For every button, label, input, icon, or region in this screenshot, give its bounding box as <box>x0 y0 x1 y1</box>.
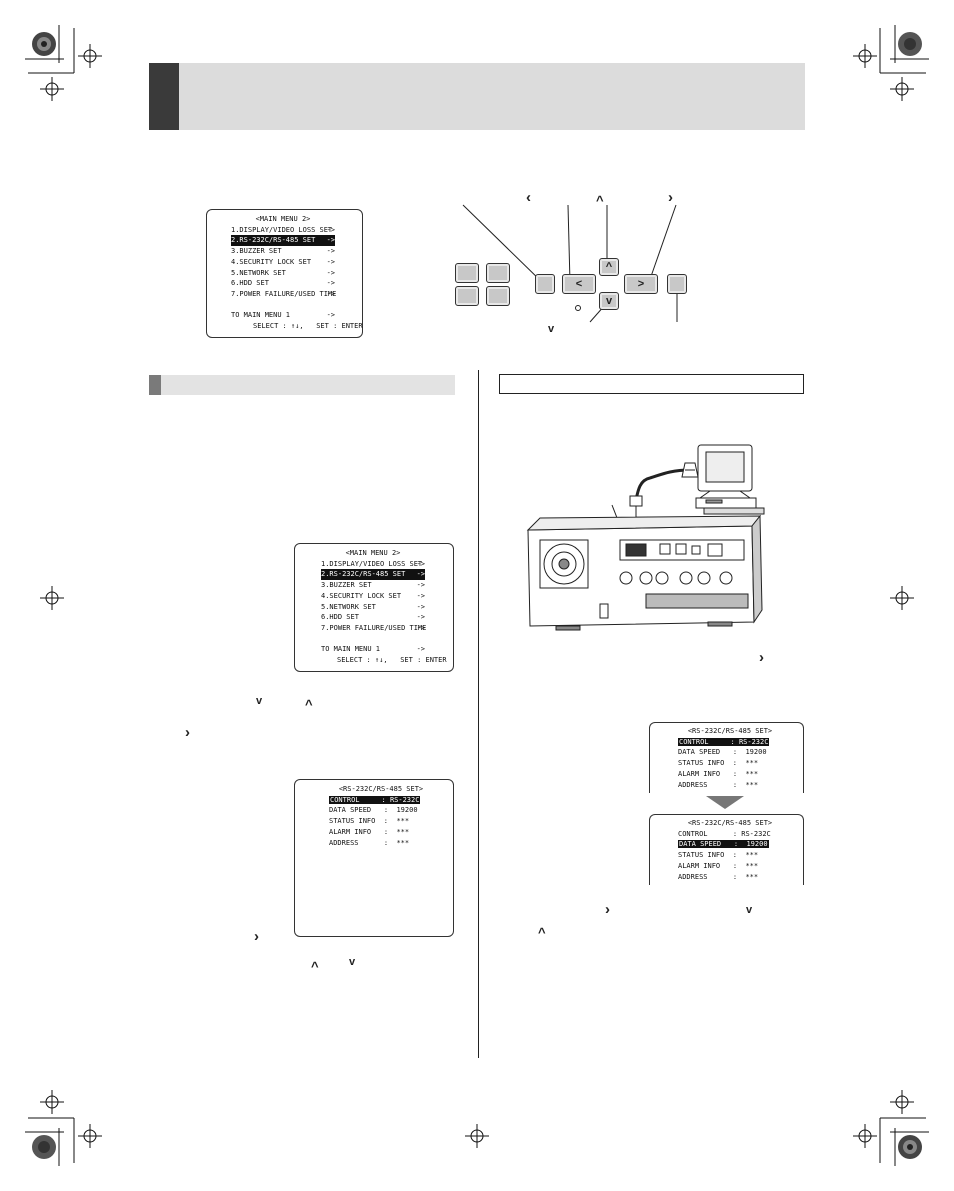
setting-row-control[interactable]: CONTROL: RS-232C <box>329 795 421 804</box>
setting-row[interactable]: ALARM INFO : *** <box>329 827 410 836</box>
setting-row[interactable]: ADDRESS : *** <box>678 872 759 881</box>
panel-button[interactable] <box>535 274 555 294</box>
panel-button[interactable] <box>455 263 479 283</box>
up-arrow-icon: ^ <box>596 193 604 208</box>
setting-row[interactable]: STATUS INFO : *** <box>678 759 759 768</box>
setting-row-data-speed[interactable]: DATA SPEED : 19200 <box>678 840 769 849</box>
setting-row[interactable]: STATUS INFO : *** <box>329 817 410 826</box>
setting-row[interactable]: CONTROL : RS-232C <box>678 829 771 838</box>
transition-arrow-icon <box>706 796 744 809</box>
menu-back-item[interactable]: TO MAIN MENU 1-> <box>231 311 335 320</box>
down-button[interactable]: v <box>599 292 619 310</box>
screen-title: <RS-232C/RS-485 SET> <box>687 819 773 827</box>
panel-button[interactable] <box>486 263 510 283</box>
section-header-left-tab <box>149 375 161 395</box>
down-arrow-icon: v <box>349 956 356 968</box>
rs232c-settings-screen-after: <RS-232C/RS-485 SET> CONTROL : RS-232C D… <box>649 814 804 885</box>
setting-row[interactable]: DATA SPEED : 19200 <box>329 806 418 815</box>
setting-row[interactable]: STATUS INFO : *** <box>678 851 759 860</box>
menu-item[interactable]: 3.BUZZER SET-> <box>231 247 335 256</box>
down-arrow-icon: v <box>548 323 555 335</box>
menu-back-item[interactable]: TO MAIN MENU 1-> <box>321 645 425 654</box>
enter-button[interactable] <box>667 274 687 294</box>
down-arrow-icon: v <box>746 904 753 916</box>
up-arrow-icon: ^ <box>305 697 313 712</box>
menu-item-selected[interactable]: 2.RS-232C/RS-485 SET-> <box>321 569 425 581</box>
setting-row-control[interactable]: CONTROL: RS-232C <box>678 737 770 746</box>
screen-title: <MAIN MENU 2> <box>345 549 401 557</box>
menu-item[interactable]: 6.HDD SET-> <box>321 613 425 622</box>
screen-footer: SELECT : ↑↓, SET : ENTER <box>253 322 363 331</box>
column-divider <box>478 370 479 1058</box>
menu-item[interactable]: 1.DISPLAY/VIDEO LOSS SET-> <box>321 559 425 568</box>
menu-item[interactable]: 3.BUZZER SET-> <box>321 581 425 590</box>
menu-item[interactable]: 5.NETWORK SET-> <box>231 268 335 277</box>
right-arrow-icon: › <box>605 901 610 918</box>
down-arrow-icon: v <box>256 695 263 707</box>
menu-item-selected[interactable]: 2.RS-232C/RS-485 SET-> <box>231 235 335 247</box>
right-arrow-icon: › <box>668 189 673 206</box>
screen-footer: SELECT : ↑↓, SET : ENTER <box>337 656 447 665</box>
up-arrow-icon: ^ <box>311 959 319 974</box>
menu-item[interactable]: 7.POWER FAILURE/USED TIME-> <box>321 623 427 632</box>
right-arrow-icon: › <box>254 928 259 945</box>
setting-row[interactable]: ADDRESS : *** <box>329 838 410 847</box>
menu-item[interactable]: 1.DISPLAY/VIDEO LOSS SET-> <box>231 225 335 234</box>
up-button[interactable]: ^ <box>599 258 619 276</box>
section-header-right <box>499 374 804 394</box>
menu-item[interactable]: 7.POWER FAILURE/USED TIME-> <box>231 289 337 298</box>
right-arrow-icon: › <box>759 649 764 666</box>
screen-title: <RS-232C/RS-485 SET> <box>338 785 424 793</box>
main-menu-2-screen: <MAIN MENU 2> 1.DISPLAY/VIDEO LOSS SET->… <box>206 209 363 338</box>
screen-title: <RS-232C/RS-485 SET> <box>687 727 773 735</box>
right-button[interactable]: > <box>624 274 658 294</box>
setting-row[interactable]: ALARM INFO : *** <box>678 861 759 870</box>
left-button[interactable]: < <box>562 274 596 294</box>
panel-button[interactable] <box>486 286 510 306</box>
panel-button[interactable] <box>455 286 479 306</box>
right-arrow-icon: › <box>185 724 190 741</box>
menu-item[interactable]: 4.SECURITY LOCK SET-> <box>321 591 425 600</box>
up-arrow-icon: ^ <box>538 925 546 940</box>
rs232c-settings-screen-before: <RS-232C/RS-485 SET> CONTROL: RS-232C DA… <box>649 722 804 793</box>
menu-item[interactable]: 5.NETWORK SET-> <box>321 602 425 611</box>
setting-row[interactable]: ALARM INFO : *** <box>678 769 759 778</box>
section-header-left <box>149 375 455 395</box>
header-tab <box>149 63 179 130</box>
setting-row[interactable]: ADDRESS : *** <box>678 780 759 789</box>
left-arrow-icon: ‹ <box>526 189 531 206</box>
setting-row[interactable]: DATA SPEED : 19200 <box>678 748 767 757</box>
rs232c-settings-screen-left: <RS-232C/RS-485 SET> CONTROL: RS-232C DA… <box>294 779 454 937</box>
screen-title: <MAIN MENU 2> <box>255 215 311 223</box>
main-menu-2-screen-left: <MAIN MENU 2> 1.DISPLAY/VIDEO LOSS SET->… <box>294 543 454 672</box>
header-band <box>149 63 805 130</box>
menu-item[interactable]: 6.HDD SET-> <box>231 279 335 288</box>
menu-item[interactable]: 4.SECURITY LOCK SET-> <box>231 257 335 266</box>
dvr-pc-connection-illustration <box>526 444 765 631</box>
